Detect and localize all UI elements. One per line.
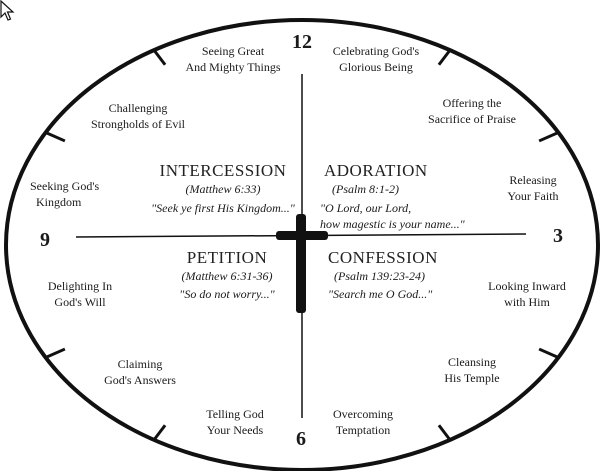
petition-title: PETITION xyxy=(186,248,268,267)
segment-claiming: Claiming God's Answers xyxy=(88,356,192,388)
segment-line: Seeing Great xyxy=(201,44,265,58)
adoration-quote-line1: "O Lord, our Lord, xyxy=(320,201,412,215)
segment-line: Your Needs xyxy=(206,423,264,437)
segment-line: Glorious Being xyxy=(339,60,413,74)
segment-delighting: Delighting In God's Will xyxy=(30,278,130,310)
hour-tick xyxy=(45,347,66,359)
adoration-title: ADORATION xyxy=(324,161,428,180)
segment-line: Telling God xyxy=(206,407,264,421)
mouse-pointer-icon xyxy=(0,0,15,21)
segment-looking-inward: Looking Inward with Him xyxy=(474,278,580,310)
segment-line: And Mighty Things xyxy=(185,60,281,74)
hour-tick xyxy=(152,49,167,66)
segment-cleansing: Cleansing His Temple xyxy=(424,354,520,386)
segment-telling-god: Telling God Your Needs xyxy=(190,406,280,438)
hour-tick xyxy=(538,347,559,359)
segment-line: Offering the xyxy=(442,96,502,110)
segment-line: God's Answers xyxy=(104,373,176,387)
segment-line: Claiming xyxy=(117,357,163,371)
intercession-title: INTERCESSION xyxy=(159,161,287,180)
segment-seeing-great: Seeing Great And Mighty Things xyxy=(168,43,298,75)
segment-line: Seeking God's xyxy=(30,179,100,193)
segment-line: Strongholds of Evil xyxy=(90,117,185,131)
hour-tick xyxy=(437,49,452,66)
hour-tick xyxy=(45,131,66,143)
segment-line: God's Will xyxy=(54,295,106,309)
confession-quadrant: CONFESSION (Psalm 139:23-24) "Search me … xyxy=(312,248,482,302)
segment-line: Kingdom xyxy=(36,195,82,209)
intercession-quadrant: INTERCESSION (Matthew 6:33) "Seek ye fir… xyxy=(108,161,338,216)
clock-outline xyxy=(4,18,600,471)
petition-quote: "So do not worry..." xyxy=(179,287,275,301)
segment-line: with Him xyxy=(504,295,550,309)
segment-line: Releasing xyxy=(509,173,557,187)
cross-icon xyxy=(276,214,328,313)
confession-title: CONFESSION xyxy=(328,248,438,267)
segment-line: Cleansing xyxy=(448,355,496,369)
segment-overcoming: Overcoming Temptation xyxy=(318,406,408,438)
segment-releasing: Releasing Your Faith xyxy=(490,172,576,204)
number-9: 9 xyxy=(40,229,50,251)
hour-tick xyxy=(538,131,559,143)
segment-line: His Temple xyxy=(444,371,500,385)
segment-line: Your Faith xyxy=(507,189,559,203)
segment-line: Overcoming xyxy=(333,407,393,421)
intercession-reference: (Matthew 6:33) xyxy=(185,182,261,196)
petition-reference: (Matthew 6:31-36) xyxy=(181,269,273,283)
segment-line: Delighting In xyxy=(47,279,113,293)
adoration-reference: (Psalm 8:1-2) xyxy=(332,182,399,196)
segment-line: Temptation xyxy=(335,423,391,437)
intercession-quote: "Seek ye first His Kingdom..." xyxy=(151,201,295,215)
confession-quote: "Search me O God..." xyxy=(328,287,433,301)
number-6: 6 xyxy=(296,428,306,450)
segment-line: Looking Inward xyxy=(488,279,566,293)
hour-ticks xyxy=(45,49,559,441)
number-3: 3 xyxy=(553,225,563,247)
segment-line: Sacrifice of Praise xyxy=(428,112,516,126)
number-12: 12 xyxy=(292,31,312,53)
segment-challenging: Challenging Strongholds of Evil xyxy=(78,100,198,132)
confession-reference: (Psalm 139:23-24) xyxy=(334,269,425,283)
petition-quadrant: PETITION (Matthew 6:31-36) "So do not wo… xyxy=(142,248,312,302)
segment-seeking: Seeking God's Kingdom xyxy=(30,178,126,210)
segment-line: Challenging xyxy=(108,101,168,115)
hour-tick xyxy=(437,424,452,441)
segment-celebrating: Celebrating God's Glorious Being xyxy=(316,43,436,75)
segment-line: Celebrating God's xyxy=(332,44,420,58)
adoration-quadrant: ADORATION (Psalm 8:1-2) "O Lord, our Lor… xyxy=(314,161,514,232)
hour-tick xyxy=(152,424,167,441)
segment-offering: Offering the Sacrifice of Praise xyxy=(412,95,532,127)
adoration-quote-line2: how magestic is your name..." xyxy=(320,217,465,231)
